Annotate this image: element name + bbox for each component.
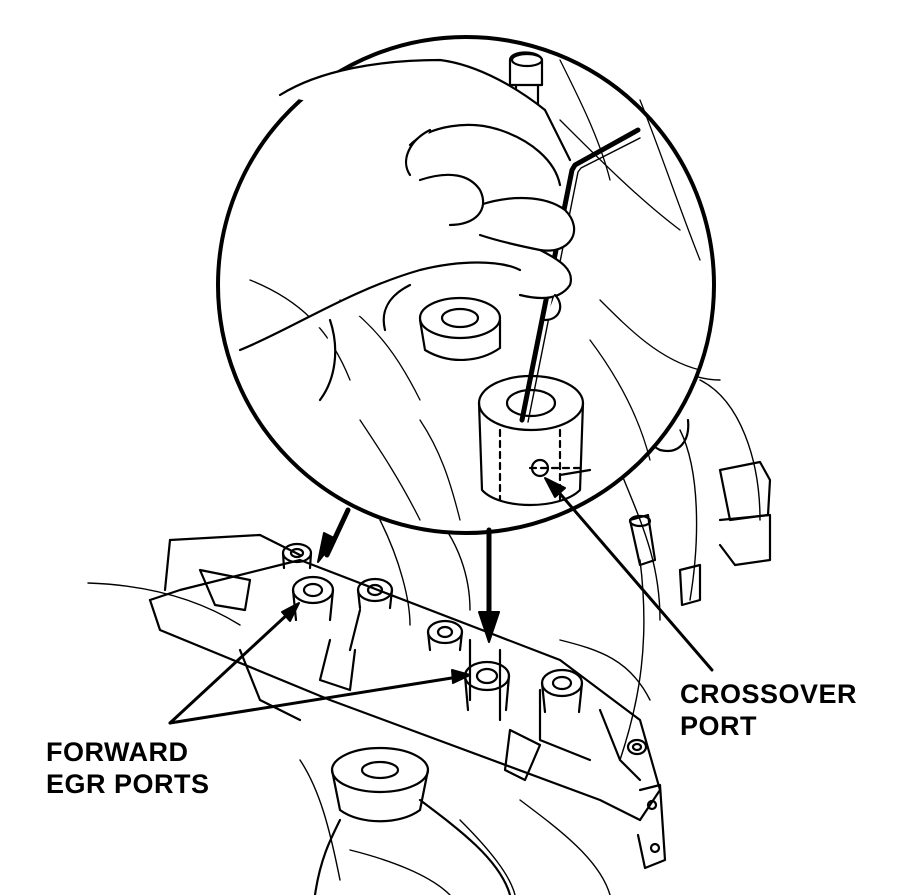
crossover-port-label: CROSSOVER PORT [680, 678, 857, 742]
leader-crossover-port [544, 477, 714, 672]
egr-port-boss [291, 575, 335, 622]
egr-manifold [148, 408, 772, 895]
callout-leaders [168, 477, 714, 725]
crossover-port-label-line1: CROSSOVER [680, 679, 858, 709]
arrow-icon [317, 507, 351, 563]
egr-port-boss [540, 668, 584, 714]
pointer-arrows [317, 507, 500, 643]
detail-magnifier [216, 35, 716, 535]
egr-port-boss [463, 660, 511, 712]
egr-port-boss [426, 619, 464, 652]
crossover-port-label-line2: PORT [680, 711, 758, 741]
forward-egr-ports-label: FORWARD EGR PORTS [46, 736, 210, 800]
egr-port-boss [356, 577, 394, 610]
egr-port-boss [626, 738, 648, 756]
hand-icon [238, 58, 576, 402]
magnified-parts [238, 51, 641, 506]
magnified-background [249, 59, 701, 521]
leader-forward-egr-2 [168, 669, 471, 725]
egr-port-boss [281, 542, 313, 570]
arrow-icon [478, 527, 500, 643]
forward-egr-ports-label-line1: FORWARD [46, 737, 189, 767]
forward-egr-ports-label-line2: EGR PORTS [46, 769, 210, 799]
leader-forward-egr-1 [168, 602, 300, 725]
